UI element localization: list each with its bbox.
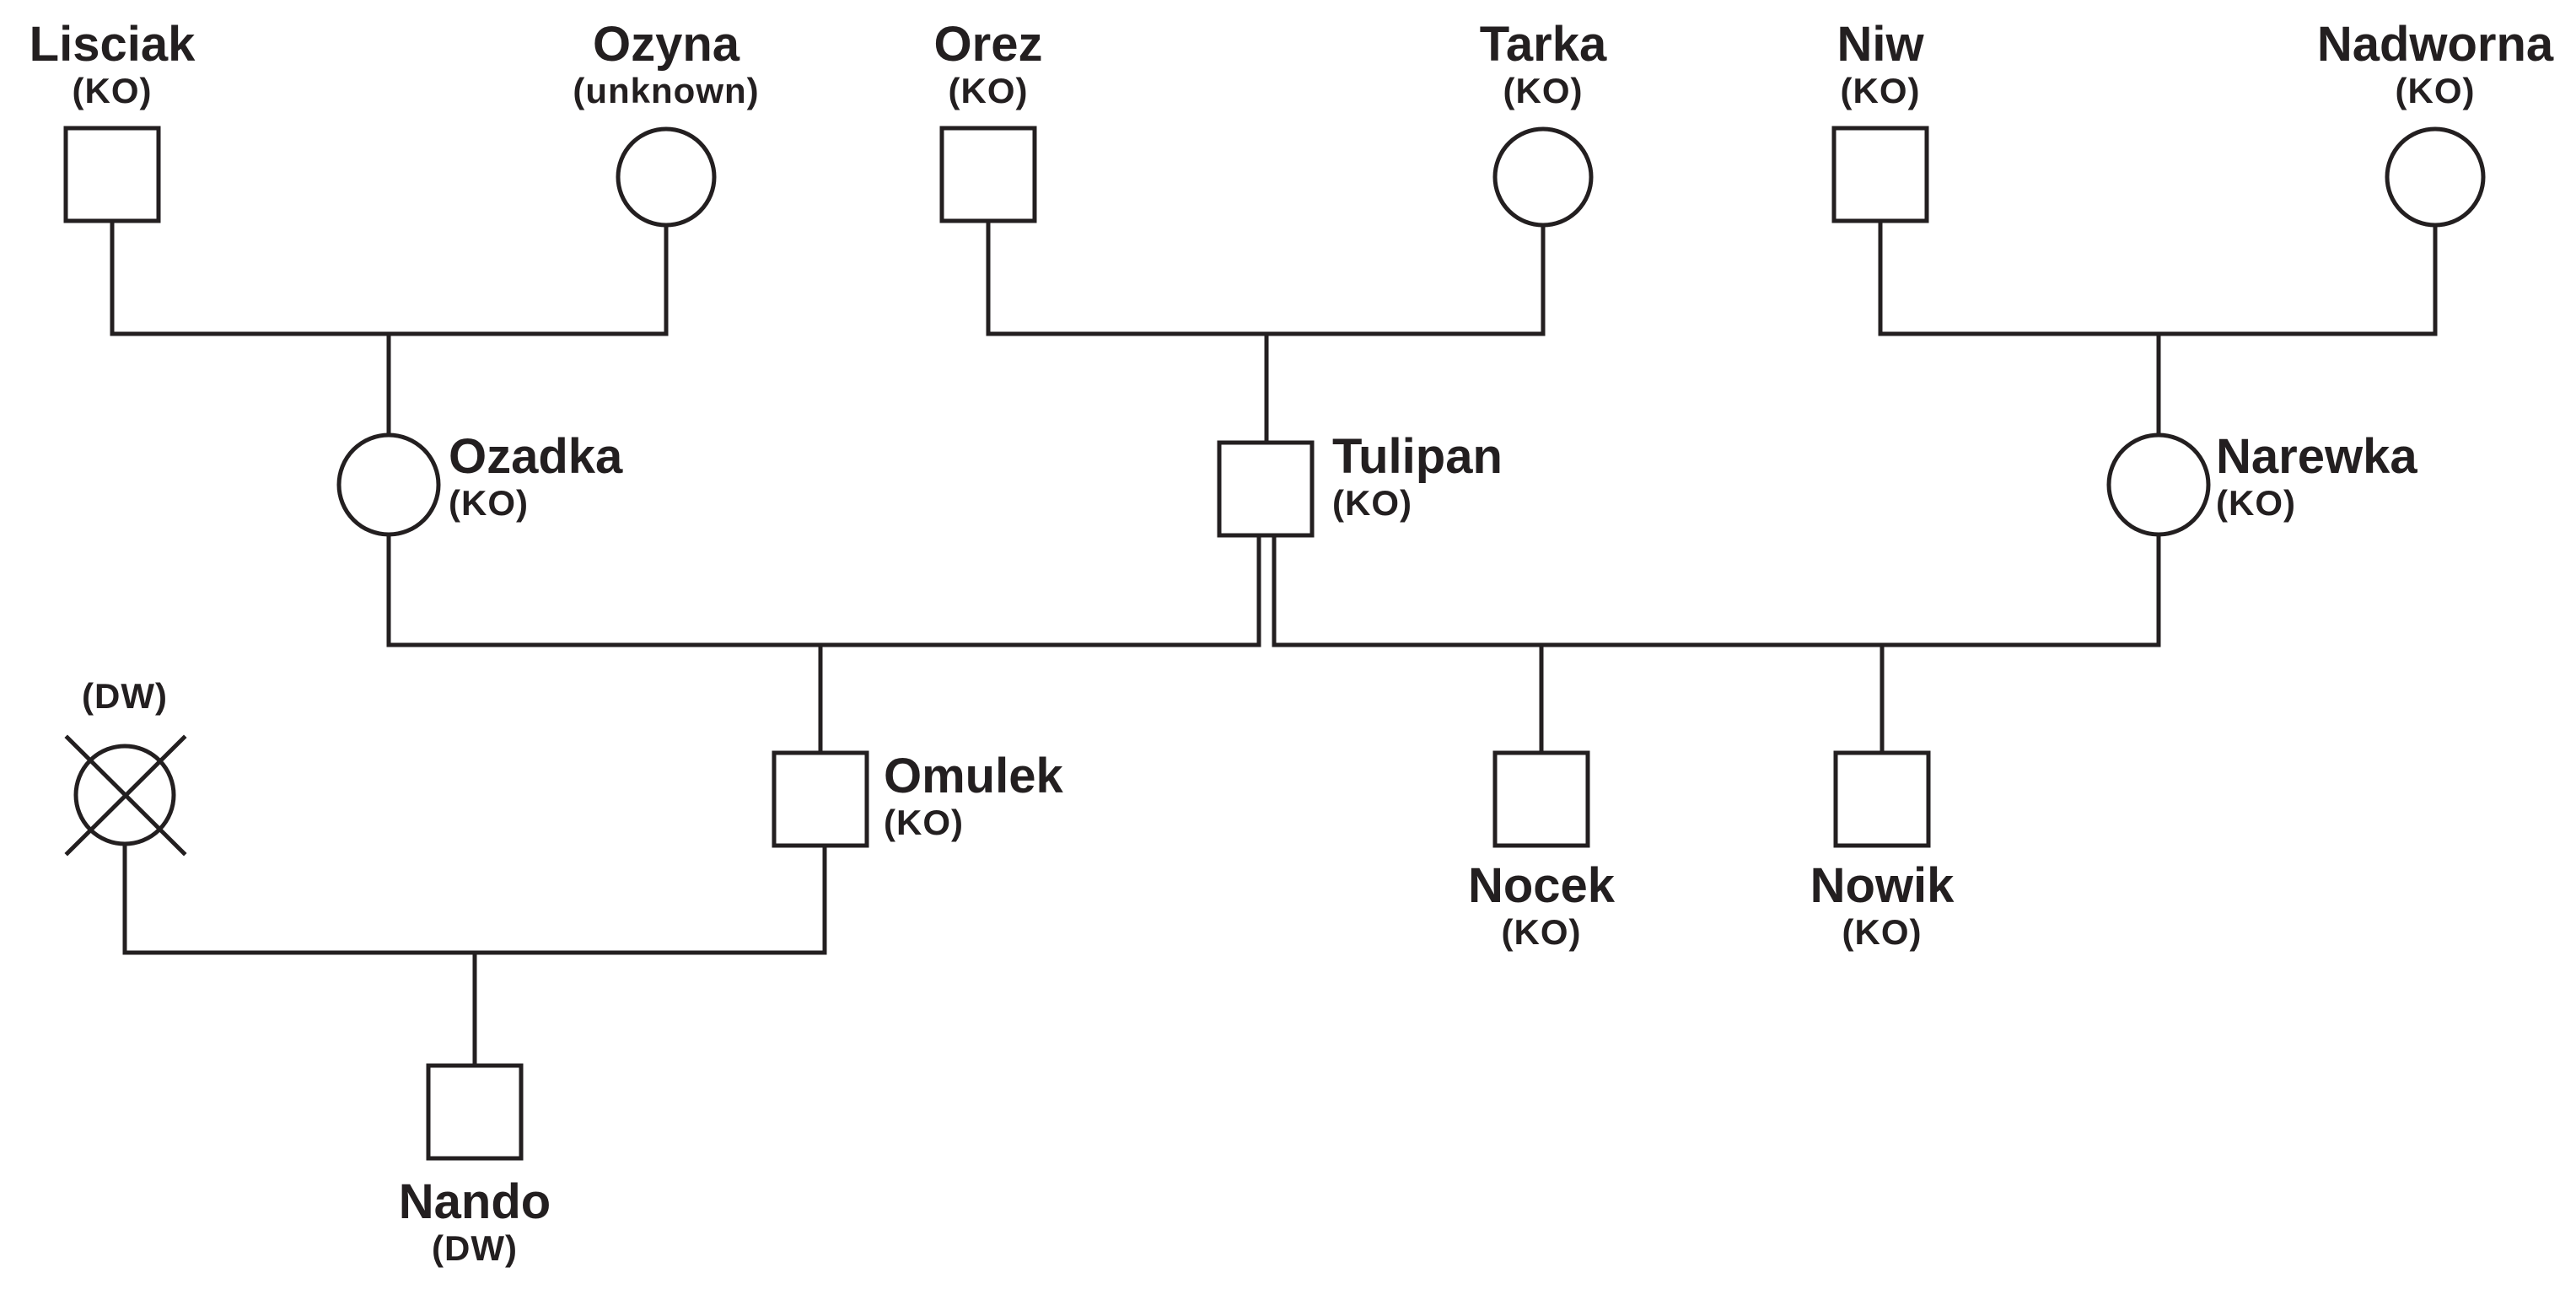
male-symbol-orez xyxy=(939,126,1037,223)
genotype-label-tarka: (KO) xyxy=(1503,71,1584,110)
pedigree-lines xyxy=(110,218,2438,1068)
male-symbol-nocek xyxy=(1492,750,1590,848)
mating-line-tulipan-narewka xyxy=(1272,532,2161,647)
male-symbol-omulek xyxy=(772,750,869,848)
name-label-ozadka: Ozadka xyxy=(449,429,623,484)
genotype-label-narewka: (KO) xyxy=(2216,483,2296,523)
mating-line-niw-nadworna xyxy=(1878,218,2438,336)
female-symbol-ozadka xyxy=(336,432,441,537)
genotype-label-orez: (KO) xyxy=(949,71,1029,110)
genotype-label-niw: (KO) xyxy=(1841,71,1921,110)
name-label-lisciak: Lisciak xyxy=(30,17,196,72)
mating-line-dw-omulek xyxy=(122,843,827,955)
genotype-label-lisciak: (KO) xyxy=(73,71,153,110)
male-symbol-nando xyxy=(426,1063,524,1161)
mating-line-orez-tarka xyxy=(986,218,1546,336)
genotype-label-omulek: (KO) xyxy=(884,803,964,842)
genotype-label-ozyna: (unknown) xyxy=(573,71,759,110)
name-label-nowik: Nowik xyxy=(1810,858,1955,913)
name-label-orez: Orez xyxy=(934,17,1043,72)
pedigree-symbols xyxy=(63,126,2486,1161)
mating-line-lisciak-ozyna xyxy=(110,218,669,336)
genotype-label-nocek: (KO) xyxy=(1502,912,1582,952)
male-symbol-niw xyxy=(1831,126,1929,223)
female-symbol-ozyna xyxy=(616,126,717,228)
name-label-nando: Nando xyxy=(399,1174,551,1229)
genotype-label-nadworna: (KO) xyxy=(2396,71,2476,110)
name-label-nadworna: Nadworna xyxy=(2317,17,2554,72)
name-label-narewka: Narewka xyxy=(2216,429,2417,484)
female-symbol-nadworna xyxy=(2385,126,2486,228)
name-label-tulipan: Tulipan xyxy=(1332,429,1503,484)
genotype-label-tulipan: (KO) xyxy=(1332,483,1412,523)
female-symbol-tarka xyxy=(1492,126,1594,228)
name-label-niw: Niw xyxy=(1837,17,1924,72)
mating-line-ozadka-tulipan xyxy=(386,532,1261,647)
deceased-female-symbol xyxy=(64,734,187,857)
name-label-tarka: Tarka xyxy=(1480,17,1607,72)
genotype-label-dw-female: (DW) xyxy=(82,676,168,716)
genotype-label-nando: (DW) xyxy=(432,1228,518,1268)
name-label-ozyna: Ozyna xyxy=(593,17,740,72)
male-symbol-nowik xyxy=(1833,750,1931,848)
male-symbol-tulipan xyxy=(1217,440,1315,538)
female-symbol-narewka xyxy=(2106,432,2211,537)
name-label-omulek: Omulek xyxy=(884,749,1063,803)
pedigree-labels: Lisciak (KO) Ozyna (unknown) Orez (KO) T… xyxy=(30,17,2554,1268)
genotype-label-ozadka: (KO) xyxy=(449,483,529,523)
male-symbol-lisciak xyxy=(63,126,161,223)
name-label-nocek: Nocek xyxy=(1468,858,1616,913)
genotype-label-nowik: (KO) xyxy=(1842,912,1923,952)
